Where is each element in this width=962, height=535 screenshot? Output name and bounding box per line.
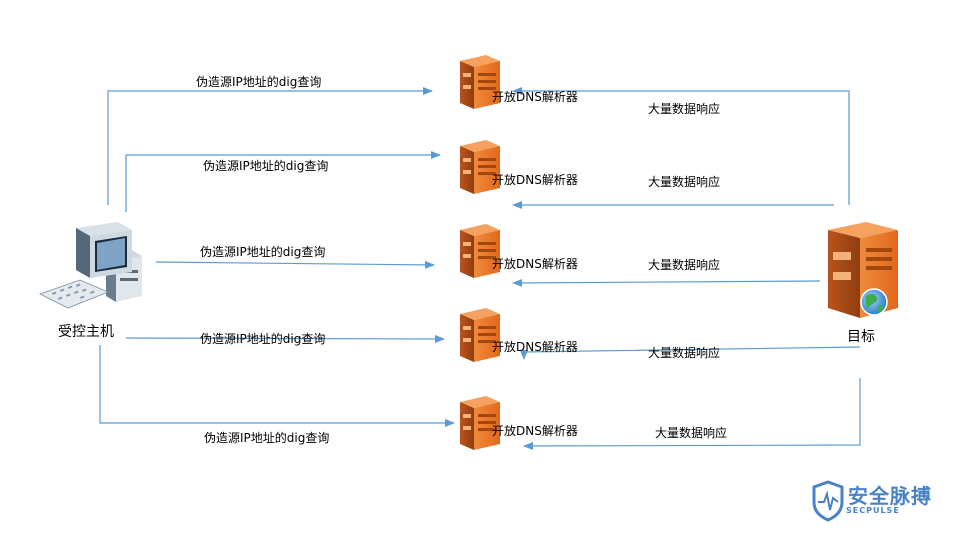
shield-pulse-logo (812, 480, 844, 522)
server-globe-icon (828, 222, 898, 318)
resolver-label-2: 开放DNS解析器 (492, 173, 578, 187)
controller-label: 受控主机 (58, 324, 114, 340)
resolver-server-3 (460, 224, 500, 278)
response-arrow-5 (523, 378, 861, 450)
query-arrow-5 (99, 345, 455, 427)
query-label-1: 伪造源IP地址的dig查询 (196, 75, 322, 89)
query-label-3: 伪造源IP地址的dig查询 (200, 245, 326, 259)
resolver-label-4: 开放DNS解析器 (492, 340, 578, 354)
query-arrow-3 (155, 260, 435, 269)
server-icon (460, 140, 500, 194)
resolver-server-5 (460, 396, 500, 450)
resolver-label-1: 开放DNS解析器 (492, 90, 578, 104)
resolver-server-2 (460, 140, 500, 194)
response-label-3: 大量数据响应 (648, 258, 721, 272)
query-arrow-1 (107, 87, 433, 205)
server-icon (460, 396, 500, 450)
query-label-5: 伪造源IP地址的dig查询 (204, 431, 330, 445)
response-arrow-3 (512, 278, 821, 287)
target-label: 目标 (847, 329, 875, 345)
desktop-computer-icon (38, 222, 142, 309)
resolver-label-3: 开放DNS解析器 (492, 257, 578, 271)
query-arrow-2 (125, 151, 441, 212)
response-label-2: 大量数据响应 (648, 175, 721, 189)
resolver-server-4 (460, 308, 500, 362)
response-arrow-4 (520, 346, 861, 360)
response-arrows (512, 87, 861, 450)
target-node (828, 222, 898, 318)
query-label-2: 伪造源IP地址的dig查询 (203, 159, 329, 173)
query-arrows (99, 87, 455, 427)
response-label-5: 大量数据响应 (655, 426, 728, 440)
logo-name: 安全脉搏 (848, 484, 932, 508)
response-label-4: 大量数据响应 (648, 346, 721, 360)
response-label-1: 大量数据响应 (648, 102, 721, 116)
query-label-4: 伪造源IP地址的dig查询 (200, 332, 326, 346)
query-arrow-4 (125, 334, 445, 343)
server-icon (460, 308, 500, 362)
resolver-server-1 (460, 55, 500, 109)
controller-node (38, 222, 142, 309)
logo-sub: SECPULSE (846, 506, 900, 515)
resolver-label-5: 开放DNS解析器 (492, 424, 578, 438)
server-icon (460, 224, 500, 278)
response-arrow-1 (512, 87, 850, 205)
server-icon (460, 55, 500, 109)
logo: 安全脉搏 SECPULSE (810, 478, 950, 522)
